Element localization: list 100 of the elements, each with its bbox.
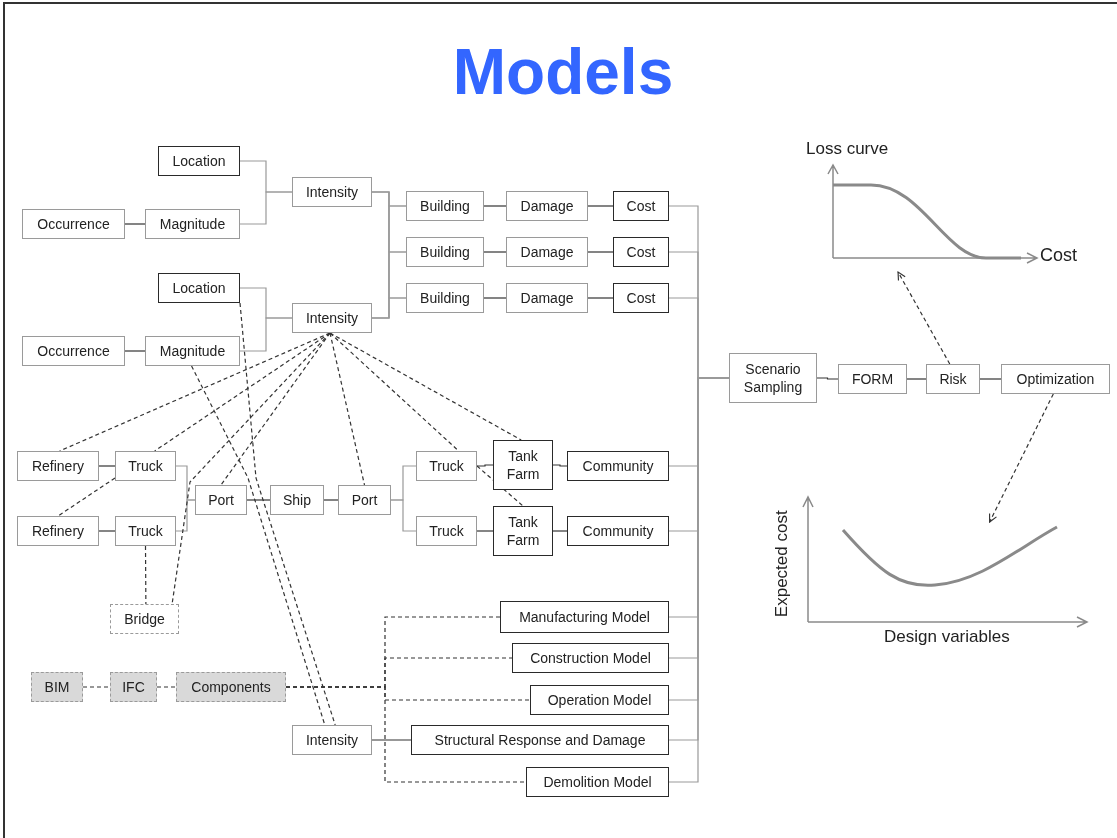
node-text: Bridge [124, 610, 165, 628]
process-box [567, 516, 669, 546]
process-box [506, 191, 588, 221]
node-text: Optimization [1016, 370, 1095, 388]
node-text: Intensity [305, 731, 359, 749]
process-box [506, 283, 588, 313]
node-text: Tank Farm [505, 513, 541, 549]
connector-line [246, 499, 271, 501]
process-box [406, 237, 484, 267]
node-text: Building [420, 197, 470, 215]
node-text: Community [582, 522, 654, 540]
connector-line [979, 378, 1002, 380]
dashed-connector [329, 332, 366, 486]
process-box [22, 209, 125, 239]
title: Models [451, 35, 675, 110]
process-box [567, 451, 669, 481]
connector-line [124, 223, 146, 225]
connector-line [323, 499, 339, 501]
connector-line [587, 297, 614, 299]
connector-line [476, 530, 494, 532]
connector-line [98, 530, 116, 532]
dashed-connector [329, 332, 460, 452]
dashed-connector [144, 545, 147, 605]
process-box [145, 336, 240, 366]
node-text: Intensity [305, 309, 359, 327]
process-box [115, 451, 176, 481]
connector-line [98, 465, 116, 467]
connector-line [476, 464, 494, 467]
node-text: Occurrence [37, 215, 110, 233]
process-box [158, 146, 240, 176]
node-text: BIM [44, 678, 70, 696]
dashed-connector [190, 365, 326, 726]
connector-line [371, 297, 407, 319]
node-text: Manufacturing Model [519, 608, 650, 626]
dashed-connector [329, 332, 522, 441]
connector-line [906, 378, 927, 380]
node-text: Damage [520, 289, 574, 307]
connector-line [239, 317, 293, 352]
process-box [613, 283, 669, 313]
connector-line [483, 205, 507, 207]
connector-line [175, 499, 196, 532]
node-text: Construction Model [530, 649, 651, 667]
process-box [270, 485, 324, 515]
process-box [493, 506, 553, 556]
node-text: Cost [626, 289, 656, 307]
process-box [195, 485, 247, 515]
shaded-box [31, 672, 83, 702]
connector-line [239, 191, 293, 225]
node-text: Operation Model [547, 691, 652, 709]
node-text: Components [191, 678, 271, 696]
connector-line [390, 499, 417, 532]
node-text: Truck [429, 457, 464, 475]
dashed-connector [82, 686, 111, 688]
shaded-box [110, 672, 157, 702]
node-text: Location [172, 152, 226, 170]
axis-label: Cost [1040, 244, 1077, 267]
node-text: Demolition Model [543, 773, 652, 791]
dashed-connector [171, 332, 331, 605]
axis-label: Loss curve [806, 138, 889, 160]
node-text: Truck [429, 522, 464, 540]
process-box [406, 283, 484, 313]
node-text: Truck [128, 522, 163, 540]
dashed-connector [57, 477, 116, 517]
dashed-connector [897, 271, 951, 365]
process-box [512, 643, 669, 673]
dashed-connector [476, 465, 524, 507]
node-text: Refinery [31, 457, 85, 475]
node-text: Truck [128, 457, 163, 475]
dashed-connector [220, 332, 331, 486]
node-text: Scenario Sampling [742, 360, 804, 396]
process-box [411, 725, 669, 755]
process-box [526, 767, 669, 797]
process-box [158, 273, 240, 303]
dashed-box [110, 604, 179, 634]
connector-line [371, 739, 412, 741]
node-text: Intensity [305, 183, 359, 201]
dashed-connector [285, 686, 527, 783]
process-box [292, 177, 372, 207]
process-box [17, 451, 99, 481]
node-text: FORM [851, 370, 894, 388]
shaded-box [176, 672, 286, 702]
dashed-connector [989, 393, 1054, 523]
node-text: Port [208, 491, 234, 509]
node-text: Building [420, 243, 470, 261]
process-box [145, 209, 240, 239]
process-box [506, 237, 588, 267]
process-box [613, 191, 669, 221]
connector-line [552, 464, 568, 467]
connector-line [816, 377, 839, 380]
node-text: IFC [122, 678, 145, 696]
axis-label: Design variables [884, 626, 1010, 648]
node-text: Tank Farm [505, 447, 541, 483]
node-text: Community [582, 457, 654, 475]
axis-label: Expected cost [770, 510, 792, 618]
node-text: Magnitude [159, 342, 226, 360]
process-box [926, 364, 980, 394]
connector-line [483, 297, 507, 299]
node-text: Risk [939, 370, 967, 388]
node-text: Magnitude [159, 215, 226, 233]
node-text: Refinery [31, 522, 85, 540]
